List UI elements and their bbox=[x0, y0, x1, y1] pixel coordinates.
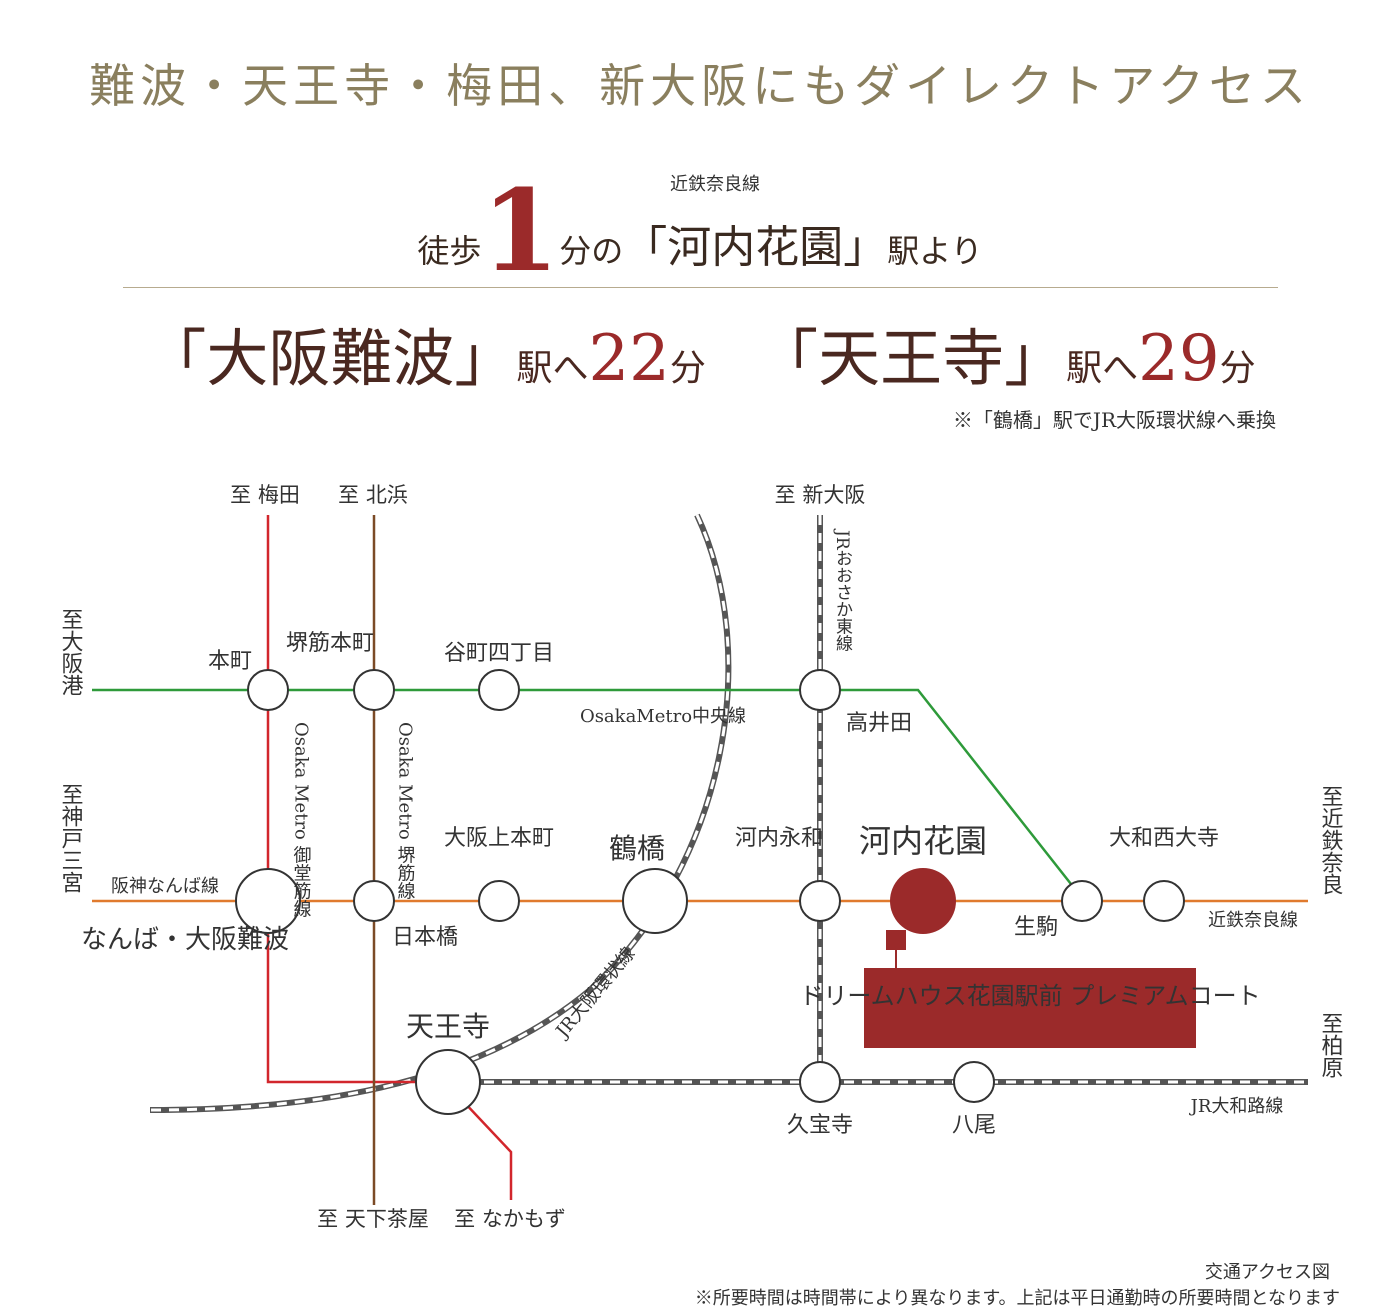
walk-tail: 駅より bbox=[887, 232, 983, 270]
station-takaida-marker bbox=[799, 669, 841, 711]
dir-kitahama: 至 北浜 bbox=[338, 483, 408, 507]
label-loop: JR大阪環状線 bbox=[551, 943, 640, 1043]
walk-heading: 徒歩1分の「河内花園」駅より bbox=[0, 160, 1400, 297]
label-midosuji: Osaka Metro 御堂筋線 bbox=[291, 722, 312, 918]
time-eki-1: 駅へ bbox=[516, 348, 589, 389]
dir-kintetsu-nara: 至近鉄奈良 bbox=[1318, 785, 1344, 895]
label-chuo: OsakaMetro中央線 bbox=[580, 706, 746, 727]
name-sakaisuji-honmachi: 堺筋本町 bbox=[286, 631, 374, 656]
dir-kashiwara: 至柏原 bbox=[1318, 1012, 1344, 1078]
name-tsuruhashi: 鶴橋 bbox=[609, 832, 665, 865]
tagline: 難波・天王寺・梅田、新大阪にもダイレクトアクセス bbox=[89, 59, 1311, 113]
name-takaida: 高井田 bbox=[846, 711, 912, 736]
midosuji-branch bbox=[461, 1099, 513, 1200]
time-unit-1: 分 bbox=[669, 348, 706, 389]
dir-kobe: 至神戸三宮 bbox=[58, 783, 84, 893]
name-kyuhoji: 久宝寺 bbox=[787, 1113, 853, 1138]
time-unit-2: 分 bbox=[1219, 348, 1256, 389]
station-uehommachi-marker bbox=[478, 880, 520, 922]
name-yamato-saidaiji: 大和西大寺 bbox=[1109, 826, 1219, 851]
station-tsuruhashi-marker bbox=[622, 868, 688, 934]
station-tanimachi4-marker bbox=[478, 669, 520, 711]
walk-station: 「河内花園」 bbox=[623, 222, 888, 273]
label-sakaisuji: Osaka Metro 堺筋線 bbox=[395, 722, 416, 900]
name-namba: なんば・大阪難波 bbox=[81, 925, 289, 955]
walk-prefix: 徒歩 bbox=[417, 232, 482, 270]
name-honmachi: 本町 bbox=[208, 649, 252, 674]
label-hanshin: 阪神なんば線 bbox=[111, 876, 219, 897]
station-sakaisuji-honmachi-marker bbox=[353, 669, 395, 711]
label-higashi: JRおおさか東線 bbox=[832, 528, 853, 652]
property-marker bbox=[886, 930, 906, 950]
name-kawachi-hanazono: 河内花園 bbox=[859, 822, 987, 860]
station-kawachi-eiwa-marker bbox=[799, 880, 841, 922]
dir-umeda: 至 梅田 bbox=[230, 483, 300, 507]
time-station-1: 「大阪難波」 bbox=[144, 322, 517, 395]
station-tennoji-marker bbox=[415, 1049, 481, 1115]
name-ikoma: 生駒 bbox=[1014, 915, 1058, 940]
label-kintetsu: 近鉄奈良線 bbox=[1208, 910, 1298, 931]
station-kawachi-hanazono-marker bbox=[890, 868, 956, 934]
property-name: ドリームハウス花園駅前 プレミアムコート bbox=[799, 982, 1260, 1010]
name-tennoji: 天王寺 bbox=[406, 1010, 490, 1043]
travel-times: 「大阪難波」駅へ22分 「天王寺」駅へ29分 bbox=[0, 308, 1400, 398]
label-yamatoji: JR大和路線 bbox=[1189, 1096, 1284, 1117]
name-kawachi-eiwa: 河内永和 bbox=[735, 826, 823, 851]
station-namba-marker bbox=[235, 868, 301, 934]
name-uehommachi: 大阪上本町 bbox=[444, 826, 554, 851]
time-minutes-1: 22 bbox=[588, 322, 670, 396]
station-ikoma-marker bbox=[1061, 880, 1103, 922]
time-eki-2: 駅へ bbox=[1066, 348, 1139, 389]
station-kyuhoji-marker bbox=[799, 1061, 841, 1103]
name-nippombashi: 日本橋 bbox=[392, 925, 458, 950]
dir-nakamozu: 至 なかもず bbox=[454, 1207, 566, 1231]
walk-suffix: 分の bbox=[559, 232, 624, 270]
dir-shin-osaka: 至 新大阪 bbox=[775, 483, 866, 507]
map-caption: 交通アクセス図 bbox=[1204, 1262, 1330, 1283]
dir-tengachaya: 至 天下茶屋 bbox=[317, 1207, 429, 1231]
station-nippombashi-marker bbox=[353, 880, 395, 922]
name-tanimachi4: 谷町四丁目 bbox=[444, 641, 554, 666]
time-station-2: 「天王寺」 bbox=[756, 322, 1067, 395]
transfer-note: ※「鶴橋」駅でJR大阪環状線へ乗換 bbox=[952, 408, 1276, 432]
property-box bbox=[864, 968, 1196, 1048]
divider bbox=[123, 287, 1278, 288]
line-name-label: 近鉄奈良線 bbox=[670, 174, 760, 195]
footnote: ※所要時間は時間帯により異なります。上記は平日通勤時の所要時間となります bbox=[694, 1288, 1340, 1309]
station-yao-marker bbox=[953, 1061, 995, 1103]
station-honmachi-marker bbox=[247, 669, 289, 711]
dir-osakako: 至大阪港 bbox=[58, 608, 84, 696]
walk-minutes: 1 bbox=[481, 166, 560, 297]
time-minutes-2: 29 bbox=[1138, 322, 1220, 396]
station-yamato-saidaiji-marker bbox=[1143, 880, 1185, 922]
name-yao: 八尾 bbox=[952, 1113, 996, 1138]
jr-loop-line bbox=[149, 513, 732, 1113]
